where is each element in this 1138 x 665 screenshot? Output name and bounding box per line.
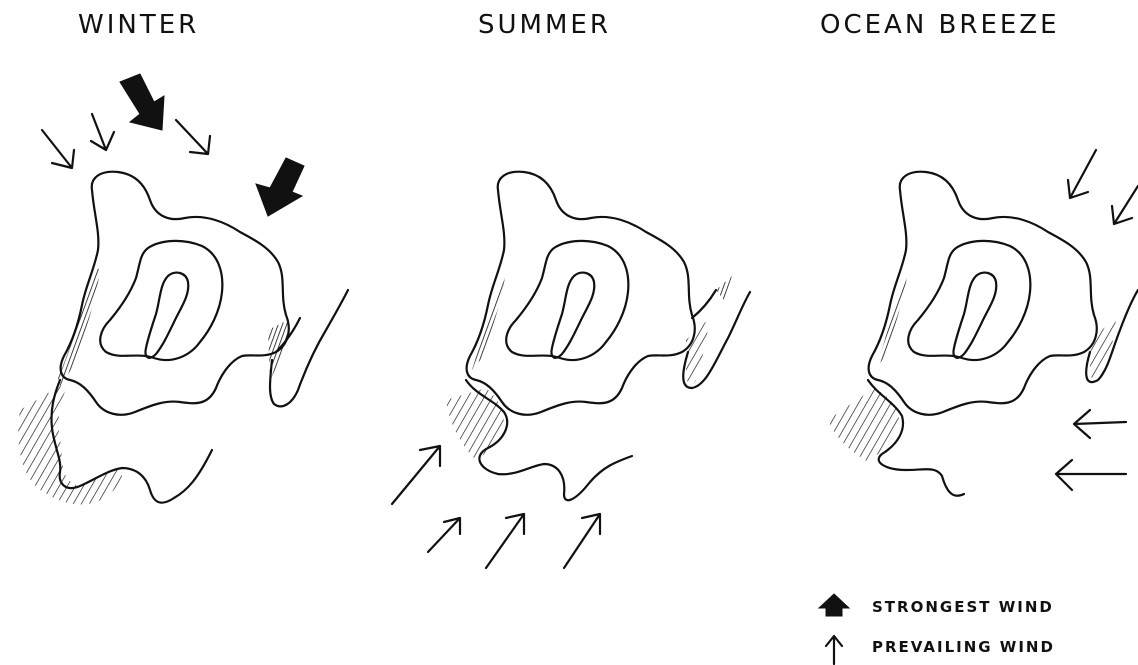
ocean-breeze-panel: [828, 150, 1138, 496]
winter-panel: [18, 74, 348, 505]
filled-arrow-icon: [819, 594, 849, 616]
summer-panel: [392, 172, 750, 568]
legend-prevailing-label: PREVAILING WIND: [872, 638, 1055, 656]
legend-strongest-label: STRONGEST WIND: [872, 598, 1054, 616]
legend: [819, 594, 849, 664]
ocean-prevailing-arrows: [1056, 150, 1138, 490]
thin-arrow-icon: [826, 636, 842, 664]
summer-prevailing-arrows: [392, 446, 600, 568]
winter-prevailing-arrows: [42, 114, 210, 168]
